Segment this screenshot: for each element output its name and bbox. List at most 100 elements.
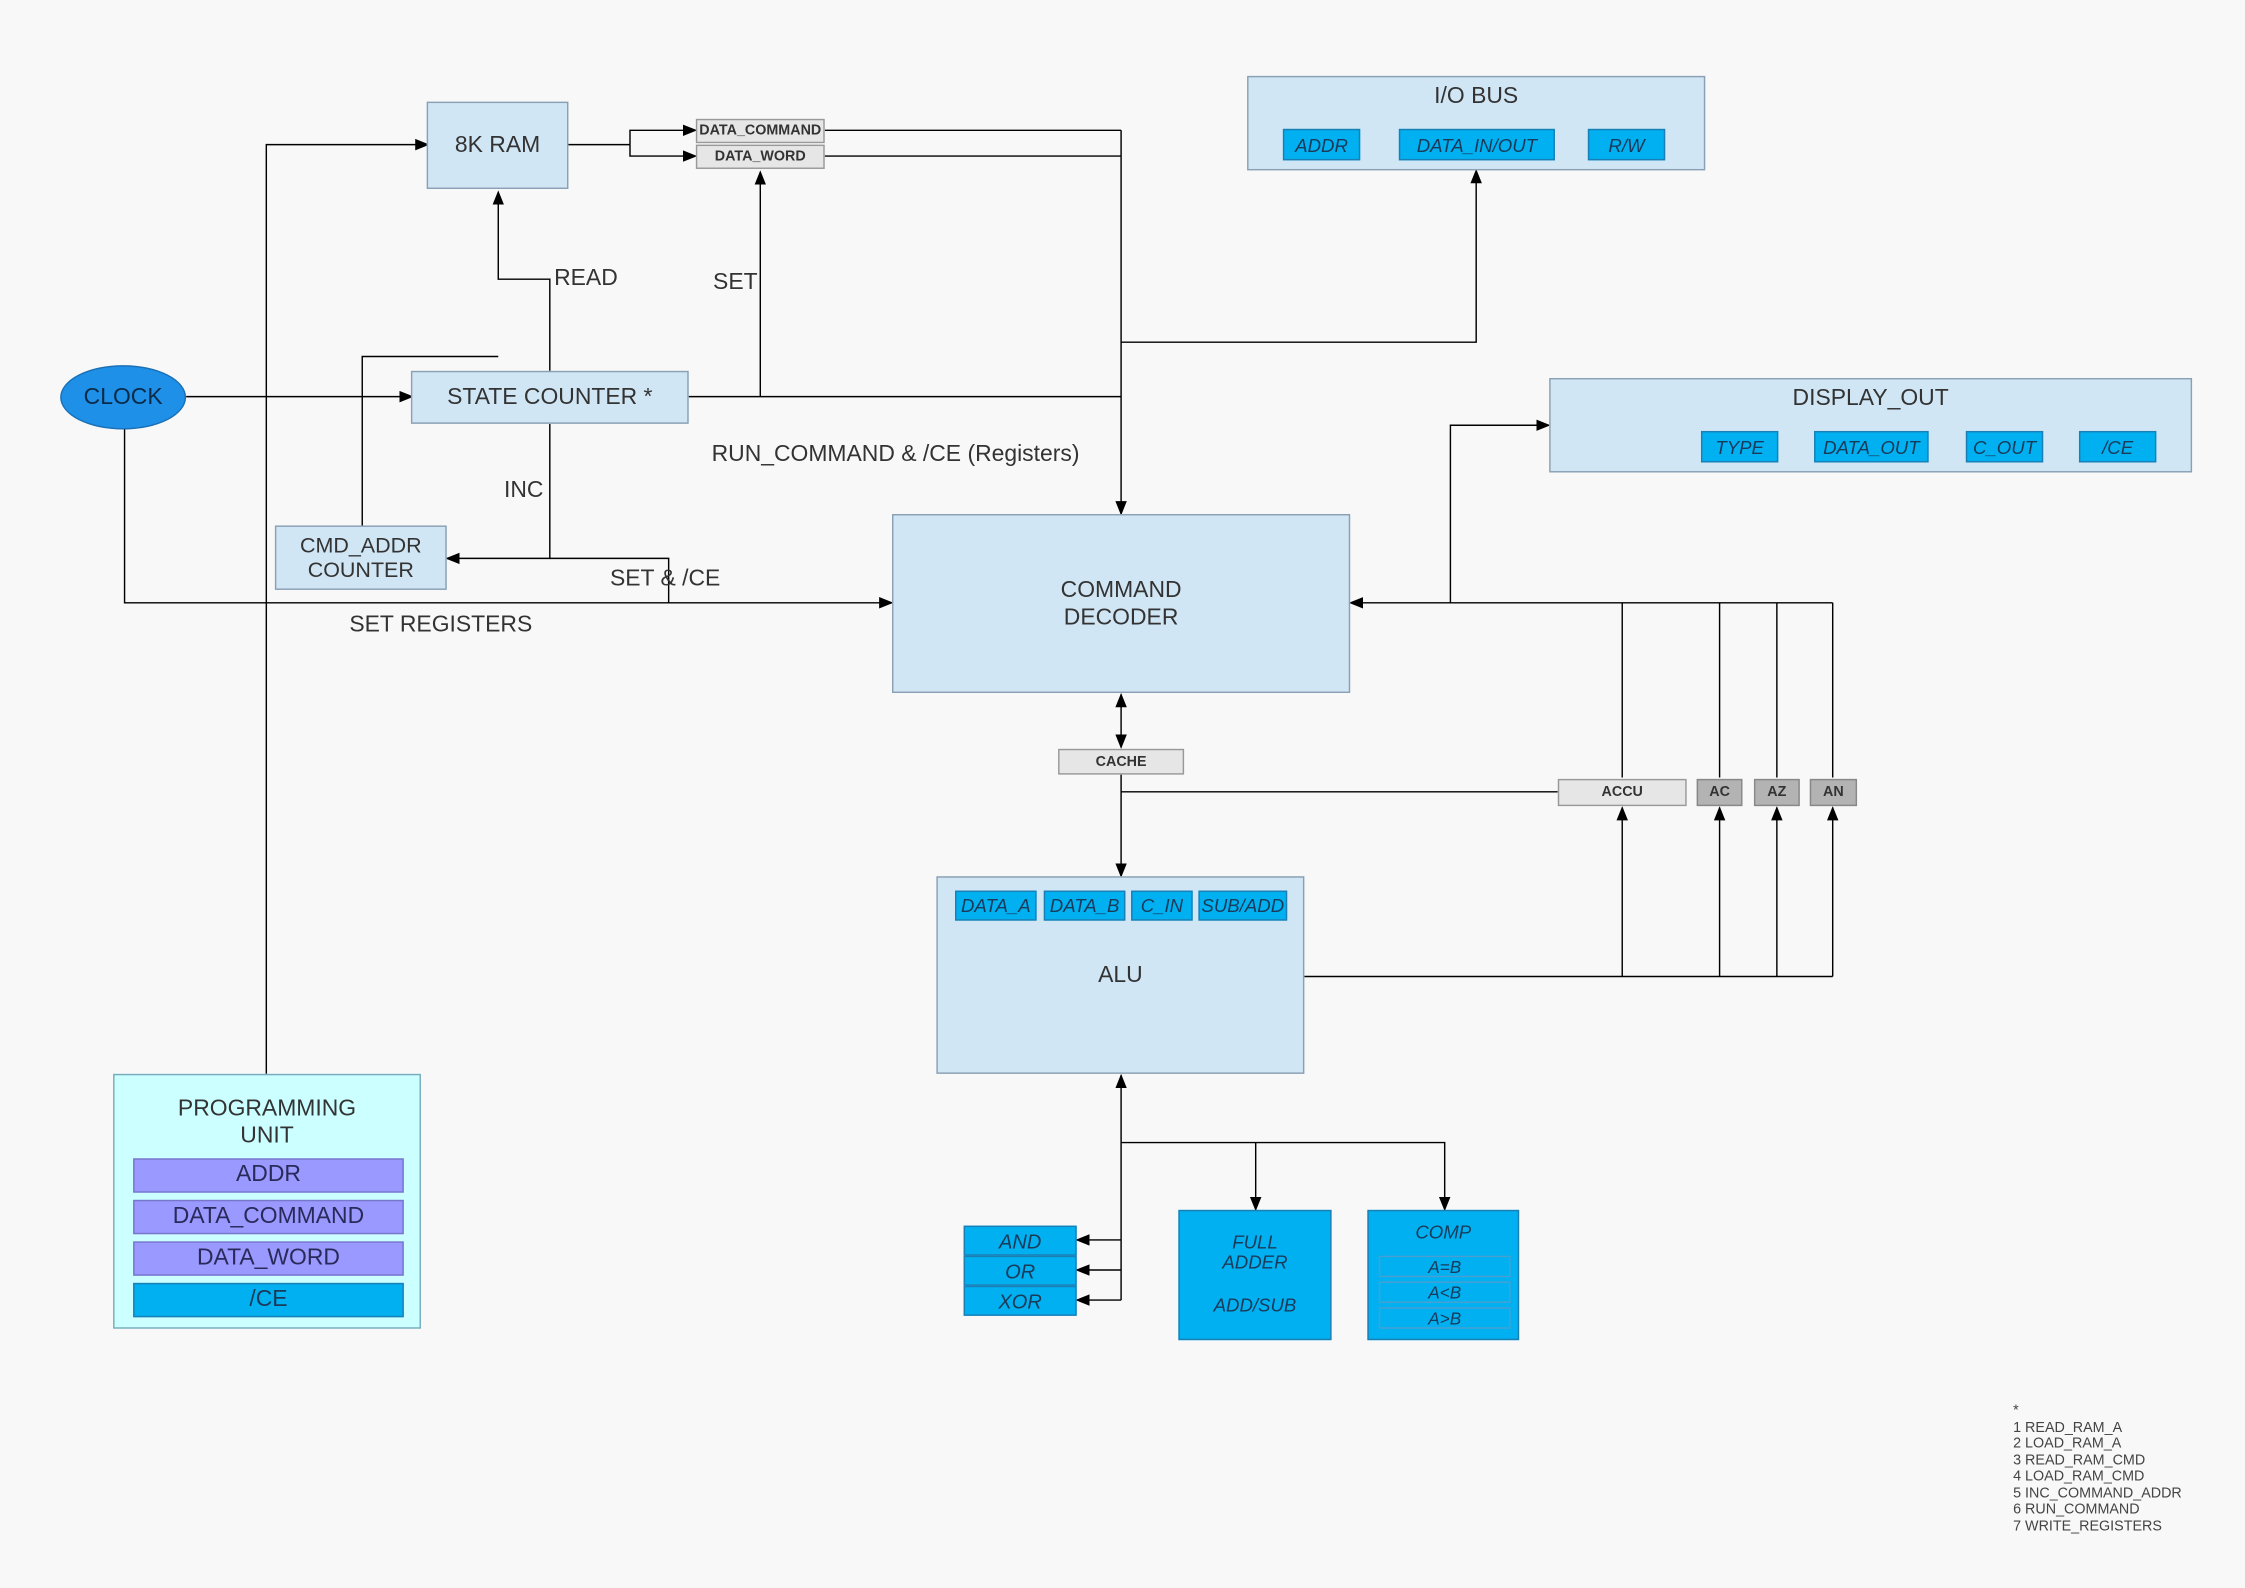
display-type-label: TYPE	[1715, 435, 1764, 458]
label-read: READ	[554, 266, 618, 291]
prog-addr-label: ADDR	[236, 1162, 301, 1187]
legend-item: 2 LOAD_RAM_A	[2013, 1436, 2122, 1452]
display-ce-field: /CE	[2078, 430, 2157, 463]
alu-data-b-label: DATA_B	[1049, 894, 1120, 917]
logic-or-label: OR	[1005, 1259, 1036, 1283]
wire-state-read	[492, 190, 551, 371]
io-bus-rw-label: R/W	[1608, 133, 1645, 156]
command-decoder-block: COMMAND DECODER	[892, 514, 1351, 693]
wire-clock-to-decoder	[123, 429, 894, 609]
logic-and-label: AND	[998, 1229, 1042, 1253]
wire-cmdaddr-to-ram	[361, 355, 499, 526]
display-cout-label: C_OUT	[1972, 435, 2037, 458]
legend-item: 1 READ_RAM_A	[2013, 1419, 2123, 1436]
data-command-register: DATA_COMMAND	[695, 118, 825, 144]
ram-label: 8K RAM	[454, 132, 541, 157]
prog-data-word-label: DATA_WORD	[196, 1245, 340, 1271]
prog-data-command-label: DATA_COMMAND	[172, 1204, 365, 1229]
full-adder-title: FULL ADDER	[1222, 1231, 1288, 1273]
cache-register: CACHE	[1058, 748, 1185, 775]
prog-data-word-field: DATA_WORD	[133, 1241, 404, 1276]
wire-ram-to-datacommand	[629, 124, 698, 145]
comp-lt-label: A<B	[1428, 1282, 1462, 1303]
ac-label: AC	[1709, 784, 1730, 801]
logic-and-block: AND	[963, 1225, 1077, 1256]
comp-block: COMP A=B A<B A>B	[1367, 1209, 1520, 1341]
alu-subadd-label: SUB/ADD	[1201, 894, 1285, 917]
comp-eq-label: A=B	[1428, 1256, 1462, 1277]
comp-title: COMP	[1415, 1221, 1472, 1243]
label-set: SET	[713, 270, 758, 295]
legend-item: 3 READ_RAM_CMD	[2013, 1452, 2146, 1469]
label-inc: INC	[503, 478, 544, 503]
wire-ram-to-dataword	[629, 144, 698, 162]
state-counter-label: STATE COUNTER *	[447, 384, 653, 409]
prog-data-command-field: DATA_COMMAND	[133, 1199, 404, 1235]
alu-subadd-field: SUB/ADD	[1198, 890, 1288, 921]
display-type-field: TYPE	[1700, 430, 1779, 463]
legend-star: *	[2013, 1403, 2019, 1419]
full-adder-sub: ADD/SUB	[1213, 1294, 1297, 1316]
cmd-addr-counter-block: CMD_ADDR COUNTER	[274, 525, 447, 590]
io-bus-block: I/O BUS ADDR DATA_IN/OUT R/W	[1247, 75, 1706, 171]
display-out-title: DISPLAY_OUT	[1792, 386, 1949, 411]
ac-flag: AC	[1696, 778, 1743, 807]
wire-to-adder-comp	[1121, 1141, 1451, 1212]
display-ce-label: /CE	[2102, 435, 2134, 458]
clock-label: CLOCK	[83, 384, 163, 409]
io-bus-title: I/O BUS	[1434, 84, 1519, 109]
cache-label: CACHE	[1095, 753, 1147, 770]
display-cout-field: C_OUT	[1965, 430, 2044, 463]
state-legend: * 1 READ_RAM_A 2 LOAD_RAM_A 3 READ_RAM_C…	[2013, 1403, 2182, 1535]
state-counter-block: STATE COUNTER *	[410, 370, 689, 424]
legend-item: 5 INC_COMMAND_ADDR	[2013, 1485, 2182, 1502]
comp-eq-row: A=B	[1378, 1255, 1511, 1278]
comp-lt-row: A<B	[1378, 1281, 1511, 1303]
az-label: AZ	[1767, 784, 1787, 801]
wire-inc-set	[549, 557, 670, 603]
programming-unit-title: PROGRAMMING UNIT	[177, 1096, 357, 1149]
display-data-field: DATA_OUT	[1814, 430, 1929, 463]
alu-block: DATA_A DATA_B C_IN SUB/ADD ALU	[936, 876, 1305, 1074]
io-bus-data-label: DATA_IN/OUT	[1416, 133, 1538, 156]
alu-data-a-label: DATA_A	[960, 894, 1031, 917]
wire-bus-to-io	[1121, 168, 1482, 343]
command-decoder-label: COMMAND DECODER	[1060, 577, 1182, 630]
data-word-register: DATA_WORD	[695, 144, 825, 169]
comp-gt-row: A>B	[1378, 1307, 1511, 1329]
logic-xor-label: XOR	[998, 1289, 1042, 1313]
display-data-label: DATA_OUT	[1823, 435, 1920, 458]
ram-block: 8K RAM	[426, 101, 569, 189]
alu-data-b-field: DATA_B	[1043, 890, 1126, 921]
display-out-block: DISPLAY_OUT TYPE DATA_OUT C_OUT /CE	[1549, 377, 2193, 473]
legend-item: 7 WRITE_REGISTERS	[2013, 1518, 2162, 1535]
cmd-addr-counter-label: CMD_ADDR COUNTER	[299, 533, 422, 583]
an-flag: AN	[1809, 778, 1858, 807]
logic-or-block: OR	[963, 1255, 1077, 1286]
alu-data-a-field: DATA_A	[955, 890, 1037, 921]
prog-ce-field: /CE	[133, 1282, 404, 1318]
an-label: AN	[1823, 784, 1844, 801]
accu-register: ACCU	[1557, 778, 1687, 807]
wire-to-display	[1449, 419, 1551, 603]
alu-cin-label: C_IN	[1140, 894, 1184, 917]
io-bus-rw-field: R/W	[1587, 128, 1666, 161]
accu-label: ACCU	[1601, 784, 1643, 801]
wire-prog-to-ram	[265, 138, 430, 1074]
legend-item: 6 RUN_COMMAND	[2013, 1501, 2140, 1518]
data-command-label: DATA_COMMAND	[699, 123, 822, 139]
label-set-ce: SET & /CE	[609, 566, 721, 592]
io-bus-data-field: DATA_IN/OUT	[1398, 128, 1555, 161]
prog-ce-label: /CE	[249, 1287, 288, 1312]
az-flag: AZ	[1753, 778, 1800, 807]
label-set-registers: SET REGISTERS	[349, 612, 533, 638]
full-adder-block: FULL ADDER ADD/SUB	[1178, 1209, 1332, 1341]
programming-unit-block: PROGRAMMING UNIT ADDR DATA_COMMAND DATA_…	[113, 1073, 421, 1329]
logic-xor-block: XOR	[963, 1285, 1077, 1316]
alu-label: ALU	[1098, 963, 1143, 988]
io-bus-addr-field: ADDR	[1282, 128, 1361, 161]
clock-node: CLOCK	[60, 365, 187, 430]
legend-item: 4 LOAD_RAM_CMD	[2013, 1469, 2145, 1485]
prog-addr-field: ADDR	[133, 1158, 404, 1193]
